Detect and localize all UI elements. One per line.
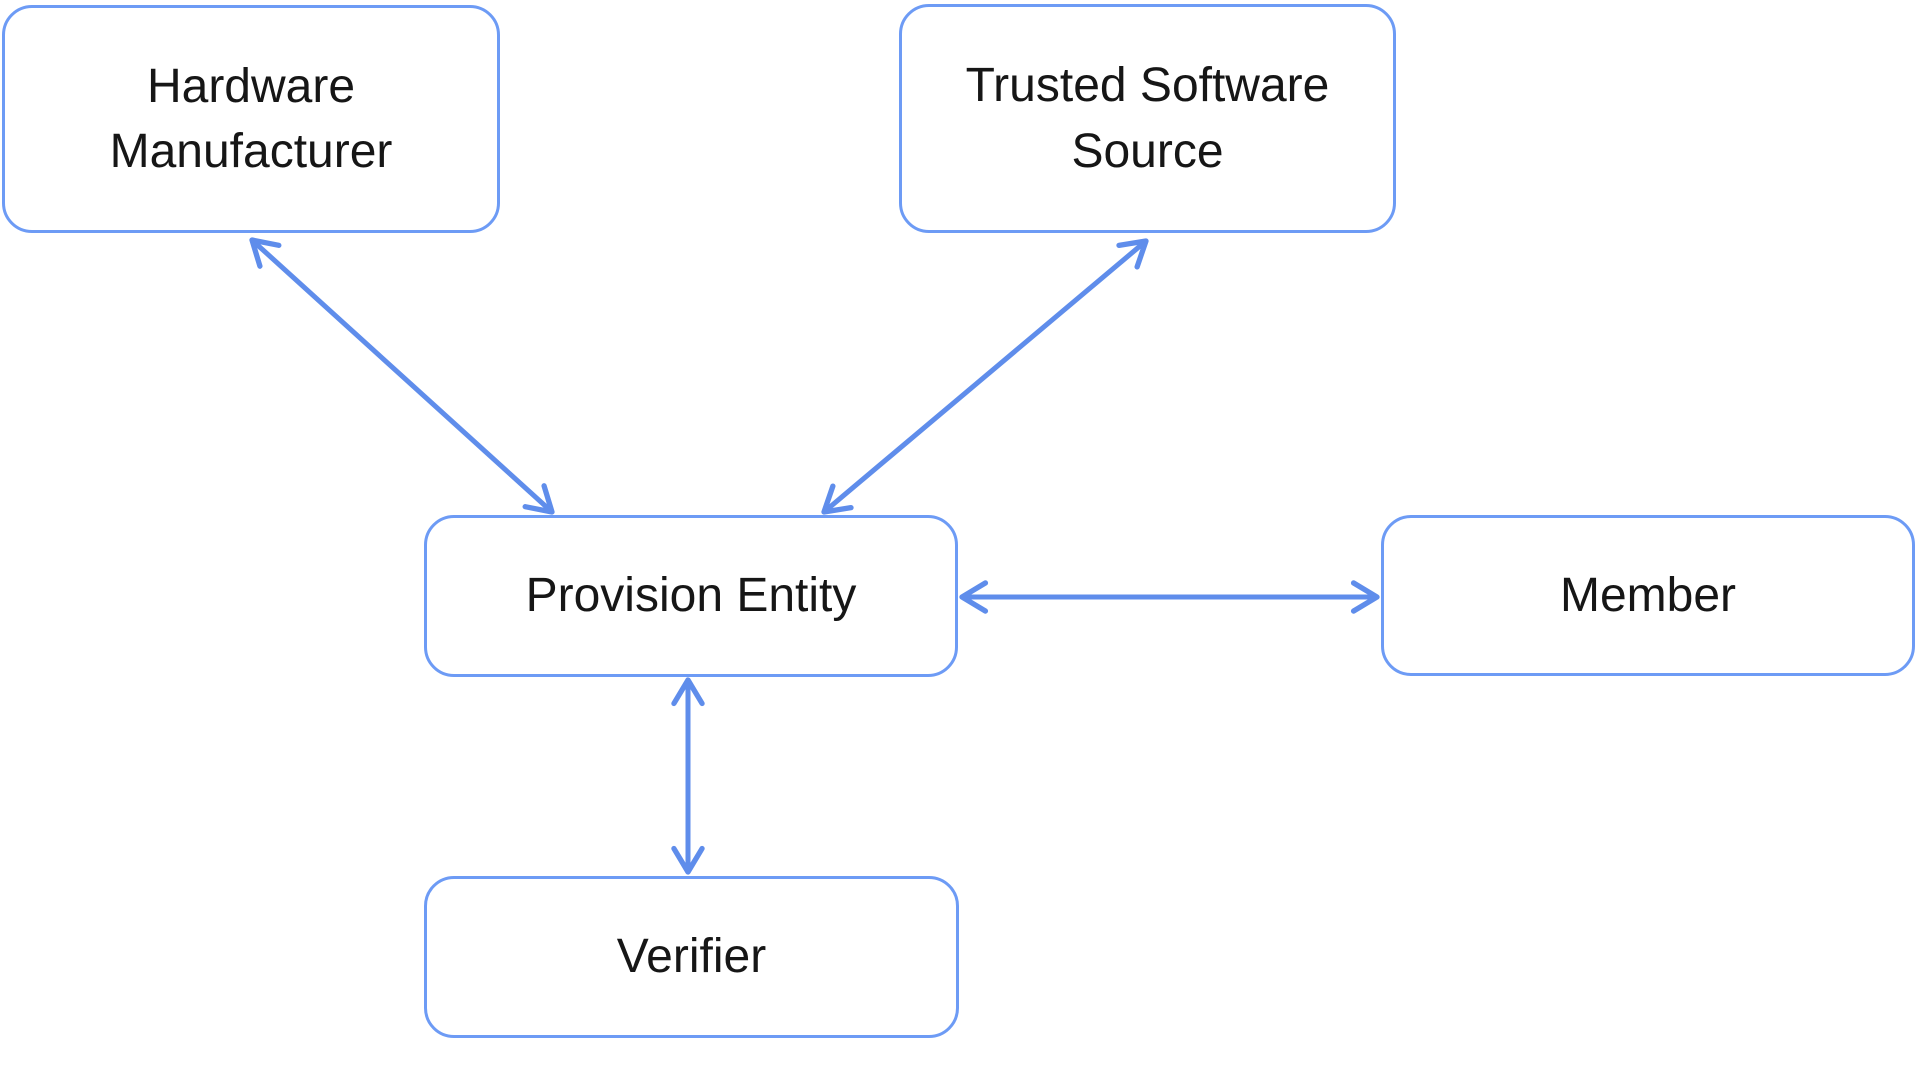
node-label: Trusted Software Source	[965, 59, 1330, 178]
node-verifier[interactable]: Verifier	[424, 876, 959, 1038]
node-hardware-manufacturer[interactable]: Hardware Manufacturer	[2, 5, 500, 233]
node-provision-entity[interactable]: Provision Entity	[424, 515, 958, 677]
node-label: Member	[1559, 568, 1737, 622]
edge-provision-hardware-arrow	[249, 237, 555, 515]
edge-provision-trusted-software-arrow	[821, 238, 1149, 515]
node-label: Verifier	[616, 930, 767, 984]
node-trusted-software-source[interactable]: Trusted Software Source	[899, 4, 1396, 233]
node-label: Hardware Manufacturer	[109, 59, 393, 178]
node-label: Provision Entity	[525, 569, 857, 623]
node-member[interactable]: Member	[1381, 515, 1915, 676]
